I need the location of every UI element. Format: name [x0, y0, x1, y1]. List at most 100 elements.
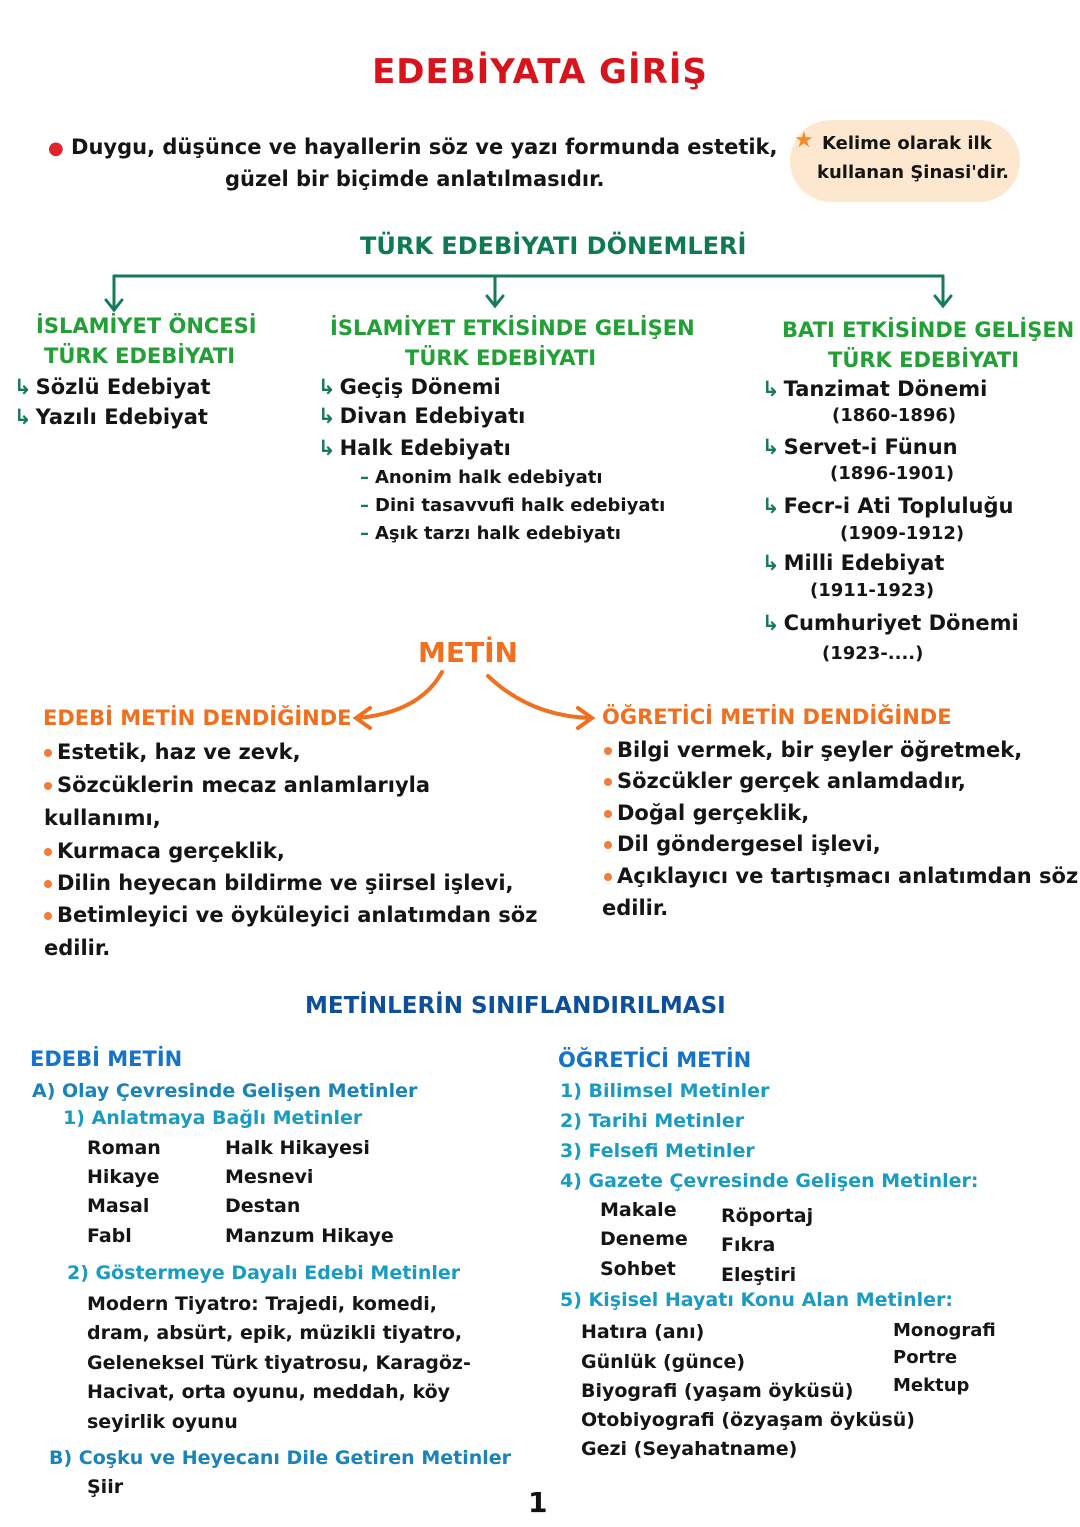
bullet-icon	[604, 778, 612, 786]
period-years: (1923-....)	[822, 643, 924, 664]
star-icon: ★	[794, 128, 814, 153]
periods-heading: TÜRK EDEBİYATI DÖNEMLERİ	[360, 232, 747, 260]
genre-item: Günlük (günce)	[581, 1351, 746, 1373]
text-line: Modern Tiyatro: Trajedi, komedi,	[87, 1293, 437, 1315]
ogretici-metin-heading: ÖĞRETİCİ METİN	[558, 1048, 752, 1072]
classification-heading: METİNLERİN SINIFLANDIRILMASI	[305, 993, 726, 1019]
genre-item: Portre	[893, 1347, 958, 1368]
subcategory-a2: 2) Göstermeye Dayalı Edebi Metinler	[67, 1262, 461, 1284]
bullet-icon	[44, 880, 52, 888]
sub-list-item: –Anonim halk edebiyatı	[360, 467, 603, 488]
list-item: Sözcükler gerçek anlamdadır,	[604, 769, 966, 793]
text-line: Geleneksel Türk tiyatrosu, Karagöz-	[87, 1352, 471, 1374]
list-item: Bilgi vermek, bir şeyler öğretmek,	[604, 738, 1022, 762]
list-item: ↳Fecr-i Ati Topluluğu	[762, 494, 1014, 518]
period-1-title: İSLAMİYET ÖNCESİ	[36, 314, 257, 338]
edebi-metin-title: EDEBİ METİN DENDİĞİNDE	[43, 706, 352, 730]
hook-arrow-icon: ↳	[762, 494, 780, 518]
hook-arrow-icon: ↳	[318, 404, 336, 428]
period-years: (1896-1901)	[830, 463, 955, 484]
genre-item: Sohbet	[600, 1258, 676, 1280]
metin-heading: METİN	[418, 636, 518, 669]
genre-item: Deneme	[600, 1228, 688, 1250]
genre-item: Biyografi (yaşam öyküsü)	[581, 1380, 854, 1402]
genre-item: Mektup	[893, 1375, 970, 1396]
note-line-2: kullanan Şinasi'dir.	[817, 162, 1010, 183]
list-item: ↳Cumhuriyet Dönemi	[762, 611, 1019, 635]
list-item: ↳Geçiş Dönemi	[318, 375, 501, 399]
bullet-icon	[604, 873, 612, 881]
genre-item: Monografi	[893, 1320, 996, 1341]
genre-item: Eleştiri	[721, 1264, 797, 1286]
list-item: ↳Sözlü Edebiyat	[14, 375, 211, 399]
category-item: 5) Kişisel Hayatı Konu Alan Metinler:	[560, 1289, 954, 1311]
bullet-icon	[44, 912, 52, 920]
period-years: (1911-1923)	[810, 580, 935, 601]
genre-item: Manzum Hikaye	[225, 1225, 394, 1247]
list-item: ↳Servet-i Fünun	[762, 435, 958, 459]
sub-list-item: –Dini tasavvufi halk edebiyatı	[360, 495, 666, 516]
text-line: dram, absürt, epik, müzikli tiyatro,	[87, 1322, 463, 1344]
definition-line-1: ● Duygu, düşünce ve hayallerin söz ve ya…	[48, 135, 778, 159]
bullet-icon	[44, 749, 52, 757]
period-3-title: BATI ETKİSİNDE GELİŞEN	[782, 318, 1075, 342]
period-2-title: İSLAMİYET ETKİSİNDE GELİŞEN	[330, 316, 695, 340]
note-bubble	[790, 120, 1020, 202]
hook-arrow-icon: ↳	[318, 375, 336, 399]
genre-item: Destan	[225, 1195, 301, 1217]
bullet-icon	[44, 848, 52, 856]
genre-item: Otobiyografi (özyaşam öyküsü)	[581, 1409, 915, 1431]
list-item: Doğal gerçeklik,	[604, 801, 809, 825]
genre-item: Hatıra (anı)	[581, 1321, 705, 1343]
ogretici-metin-title: ÖĞRETİCİ METİN DENDİĞİNDE	[602, 705, 952, 729]
genre-item: Roman	[87, 1137, 161, 1159]
list-item: Dil göndergesel işlevi,	[604, 832, 881, 856]
list-item: Kurmaca gerçeklik,	[44, 839, 285, 863]
genre-item: Halk Hikayesi	[225, 1137, 370, 1159]
note-line-1: Kelime olarak ilk	[822, 133, 992, 154]
bullet-icon	[44, 782, 52, 790]
hook-arrow-icon: ↳	[762, 377, 780, 401]
page-title: EDEBİYATA GİRİŞ	[372, 52, 708, 92]
text-line: seyirlik oyunu	[87, 1411, 238, 1433]
list-item-cont: edilir.	[44, 936, 111, 960]
list-item-cont: edilir.	[602, 896, 669, 920]
category-item: 2) Tarihi Metinler	[560, 1110, 745, 1132]
bullet-icon	[604, 810, 612, 818]
period-years: (1860-1896)	[832, 405, 957, 426]
category-item: 3) Felsefi Metinler	[560, 1140, 755, 1162]
list-item: ↳Yazılı Edebiyat	[14, 405, 208, 429]
bullet-icon	[604, 841, 612, 849]
category-b: B) Coşku ve Heyecanı Dile Getiren Metinl…	[49, 1447, 512, 1469]
page-number: 1	[528, 1486, 548, 1519]
list-item: ↳Milli Edebiyat	[762, 551, 945, 575]
subcategory-a1: 1) Anlatmaya Bağlı Metinler	[63, 1107, 363, 1129]
genre-item: Masal	[87, 1195, 150, 1217]
list-item: Sözcüklerin mecaz anlamlarıyla	[44, 773, 430, 797]
bullet-icon	[604, 747, 612, 755]
hook-arrow-icon: ↳	[762, 551, 780, 575]
category-item: 1) Bilimsel Metinler	[560, 1080, 770, 1102]
hook-arrow-icon: ↳	[762, 611, 780, 635]
list-item-cont: kullanımı,	[44, 806, 161, 830]
genre-item: Hikaye	[87, 1166, 160, 1188]
list-item: ↳Halk Edebiyatı	[318, 436, 511, 460]
period-3-title-2: TÜRK EDEBİYATI	[828, 348, 1020, 372]
category-item: 4) Gazete Çevresinde Gelişen Metinler:	[560, 1170, 979, 1192]
dash-icon: –	[360, 467, 369, 488]
bullet-icon: ●	[48, 138, 64, 159]
definition-line-2: güzel bir biçimde anlatılmasıdır.	[225, 167, 605, 191]
genre-item: Mesnevi	[225, 1166, 314, 1188]
list-item: Estetik, haz ve zevk,	[44, 740, 301, 764]
text-line: Hacivat, orta oyunu, meddah, köy	[87, 1381, 451, 1403]
period-years: (1909-1912)	[840, 523, 965, 544]
genre-item: Gezi (Seyahatname)	[581, 1438, 798, 1460]
genre-item: Fıkra	[721, 1234, 776, 1256]
edebi-metin-heading: EDEBİ METİN	[30, 1047, 183, 1071]
period-1-title-2: TÜRK EDEBİYATI	[44, 344, 236, 368]
dash-icon: –	[360, 495, 369, 516]
list-item: Betimleyici ve öyküleyici anlatımdan söz	[44, 903, 537, 927]
dash-icon: –	[360, 523, 369, 544]
sub-list-item: –Aşık tarzı halk edebiyatı	[360, 523, 621, 544]
